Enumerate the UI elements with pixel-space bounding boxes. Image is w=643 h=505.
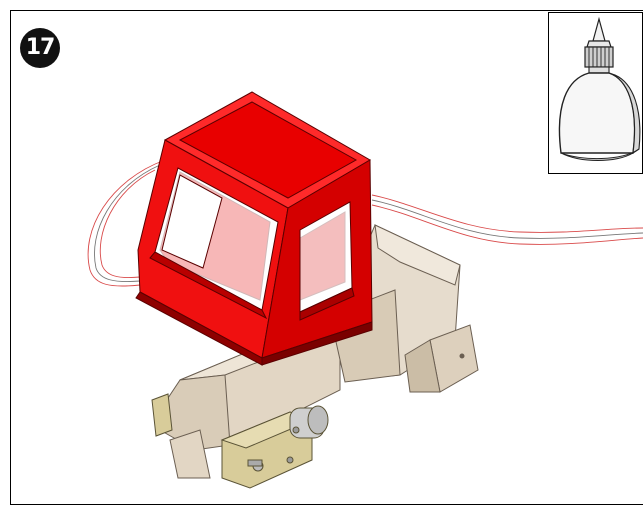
wire-loops: [87, 159, 643, 287]
gear-motor: [220, 405, 329, 489]
gear-motor-left: [151, 393, 173, 437]
glue-bottle-icon: [558, 16, 641, 161]
red-cab: [135, 91, 373, 366]
step-number-badge: 17: [20, 28, 60, 68]
